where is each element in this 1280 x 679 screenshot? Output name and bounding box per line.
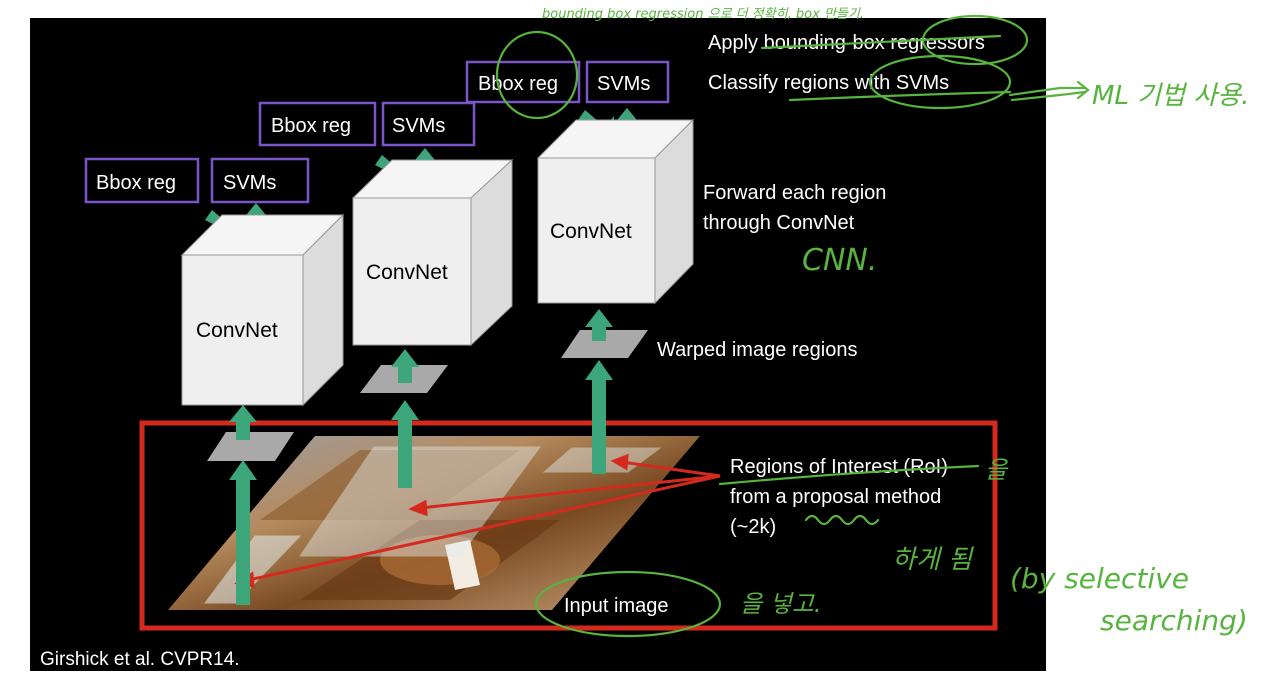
step-roi-line1: Regions of Interest (RoI) <box>730 456 948 478</box>
note-hagedoem: 하게 됨 <box>892 545 974 575</box>
convnet-cube-1: ConvNet <box>180 213 345 407</box>
warped-region-1 <box>207 432 294 461</box>
step-forward-line1: Forward each region <box>703 182 886 204</box>
svms-box-3 <box>585 60 670 104</box>
note-bbox-regression: bounding box regression 으로 더 정확히, box 만들… <box>542 7 864 22</box>
step-forward-line2: through ConvNet <box>703 212 855 234</box>
convnet-cube-2: ConvNet <box>351 158 514 347</box>
bbox-reg-box-1 <box>84 157 200 204</box>
convnet-label-3: ConvNet <box>550 220 632 243</box>
step-classify-svms: Classify regions with SVMs <box>708 72 949 94</box>
note-insert: 을 넣고. <box>740 590 822 618</box>
step-roi-line3: (~2k) <box>730 516 776 538</box>
step-roi-line2: from a proposal method <box>730 486 941 508</box>
roi-box-1 <box>204 535 302 604</box>
svms-label-2: SVMs <box>392 115 445 137</box>
note-selective-2: searching) <box>1100 604 1248 637</box>
bbox-reg-label-1: Bbox reg <box>96 172 176 194</box>
note-roi-suffix: 을 <box>985 456 1009 484</box>
step-input-image: Input image <box>564 595 669 617</box>
convnet-cube-3: ConvNet <box>536 118 695 305</box>
citation: Girshick et al. CVPR14. <box>40 649 240 670</box>
note-selective-1: (by selective <box>1010 562 1189 595</box>
note-ml-method: ML 기법 사용. <box>1092 81 1249 111</box>
svms-label-1: SVMs <box>223 172 276 194</box>
convnet-label-2: ConvNet <box>366 261 448 284</box>
bbox-reg-box-2 <box>258 101 377 147</box>
svms-box-1 <box>210 157 310 204</box>
svms-label-3: SVMs <box>597 73 650 95</box>
step-warped: Warped image regions <box>657 339 857 361</box>
warped-region-3 <box>561 330 648 358</box>
handwritten-marks <box>495 14 1090 638</box>
bbox-reg-box-3 <box>465 60 581 104</box>
note-cnn: CNN. <box>802 243 877 278</box>
warped-regions <box>207 330 648 461</box>
op-boxes <box>84 60 670 204</box>
svms-box-2 <box>381 101 476 147</box>
bbox-reg-label-2: Bbox reg <box>271 115 351 137</box>
convnet-label-1: ConvNet <box>196 319 278 342</box>
bbox-reg-label-3: Bbox reg <box>478 73 558 95</box>
